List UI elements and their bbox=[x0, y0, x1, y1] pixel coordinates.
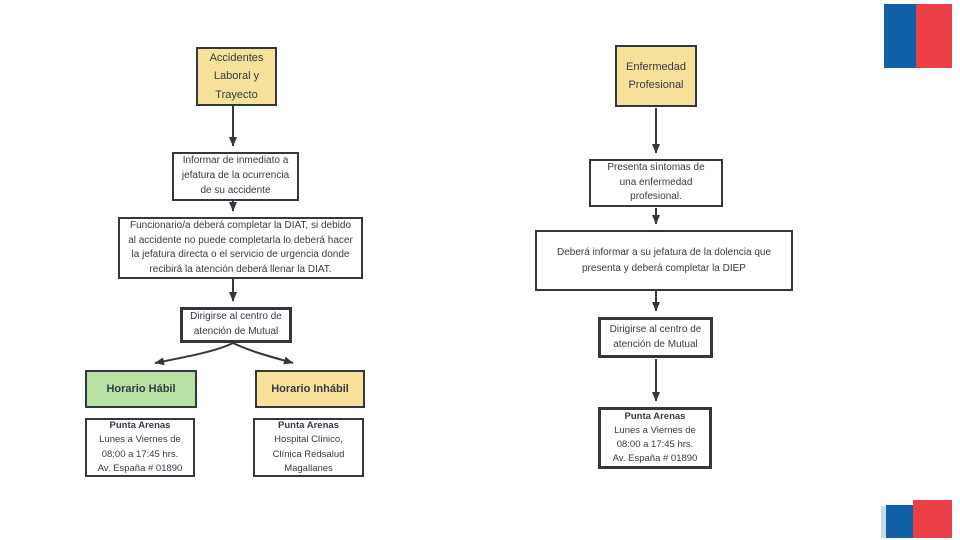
node-text-line: Dirigirse al centro de bbox=[190, 311, 282, 323]
node-enfermedad-header: Enfermedad Profesional bbox=[615, 45, 697, 107]
node-text-line: Av. España # 01890 bbox=[97, 462, 183, 474]
node-habil-info: Punta Arenas Lunes a Viernes de 08:00 a … bbox=[85, 418, 195, 477]
node-text-line: Clínica Redsalud bbox=[272, 448, 345, 460]
node-text-line: Funcionario/a deberá completar la DIAT, … bbox=[129, 220, 352, 231]
flag-blue-block bbox=[884, 4, 916, 68]
flag-red-block bbox=[916, 4, 952, 68]
node-text-line: al accidente no puede completarla lo deb… bbox=[128, 234, 353, 246]
node-text-line: Lunes a Viernes de bbox=[99, 434, 181, 446]
node-text-line: de su accidente bbox=[200, 184, 271, 196]
node-text-line: la jefatura directa o el servicio de urg… bbox=[131, 249, 350, 260]
node-text-line: Punta Arenas bbox=[278, 420, 339, 431]
node-text-line: 08:00 a 17:45 hrs. bbox=[101, 448, 179, 460]
node-text-line: Enfermedad bbox=[626, 60, 686, 73]
arrow-left-branch-inhabil bbox=[232, 342, 294, 365]
node-text-line: Laboral y bbox=[213, 70, 260, 83]
node-center-info: Punta Arenas Lunes a Viernes de 08:00 a … bbox=[598, 407, 712, 469]
node-text-line: Horario Inhábil bbox=[271, 382, 349, 395]
node-informar-jefatura: Informar de inmediato a jefatura de la o… bbox=[172, 152, 299, 201]
node-accidentes-header: Accidentes Laboral y Trayecto bbox=[196, 47, 277, 106]
node-dirigirse-mutual-right: Dirigirse al centro de atención de Mutua… bbox=[598, 317, 713, 358]
flag-red-block bbox=[913, 500, 952, 538]
node-text-line: Profesional bbox=[628, 79, 684, 91]
node-text-line: Accidentes bbox=[209, 52, 264, 65]
node-horario-inhabil: Horario Inhábil bbox=[255, 370, 365, 408]
node-horario-habil: Horario Hábil bbox=[85, 370, 197, 408]
node-text-line: Dirigirse al centro de bbox=[609, 323, 702, 335]
flag-blue-block bbox=[886, 505, 913, 538]
node-text-line: Magallanes bbox=[284, 462, 333, 474]
flag-lightblue-block bbox=[881, 506, 887, 538]
node-text-line: una enfermedad bbox=[619, 176, 693, 188]
node-completar-diat: Funcionario/a deberá completar la DIAT, … bbox=[118, 217, 363, 279]
node-text-line: Presenta síntomas de bbox=[607, 161, 705, 173]
node-text-line: presenta y deberá completar la DIEP bbox=[582, 262, 746, 274]
node-text-line: Trayecto bbox=[215, 88, 258, 101]
node-inhabil-info: Punta Arenas Hospital Clínico, Clínica R… bbox=[253, 418, 364, 477]
node-text-line: Lunes a Viernes de bbox=[614, 424, 696, 436]
node-dirigirse-mutual-left: Dirigirse al centro de atención de Mutua… bbox=[180, 307, 292, 343]
node-text-line: recibirá la atención deberá llenar la DI… bbox=[149, 263, 332, 275]
node-text-line: atención de Mutual bbox=[613, 338, 698, 350]
node-text-line: profesional. bbox=[630, 191, 682, 203]
node-text-line: Punta Arenas bbox=[624, 410, 686, 422]
node-text-line: Av. España # 01890 bbox=[612, 453, 698, 465]
node-text-line: Punta Arenas bbox=[109, 420, 171, 431]
node-text-line: Deberá informar a su jefatura de la dole… bbox=[556, 246, 772, 258]
node-text-line: 08:00 a 17:45 hrs. bbox=[616, 439, 694, 450]
node-presenta-sintomas: Presenta síntomas de una enfermedad prof… bbox=[589, 159, 723, 207]
arrow-left-branch-habil bbox=[154, 342, 234, 366]
node-completar-diep: Deberá informar a su jefatura de la dole… bbox=[535, 230, 793, 291]
node-text-line: Hospital Clínico, bbox=[274, 434, 343, 446]
node-text-line: atención de Mutual bbox=[193, 326, 279, 337]
node-text-line: Horario Hábil bbox=[106, 382, 176, 395]
node-text-line: jefatura de la ocurrencia bbox=[181, 170, 290, 182]
node-text-line: Informar de inmediato a bbox=[182, 155, 289, 167]
